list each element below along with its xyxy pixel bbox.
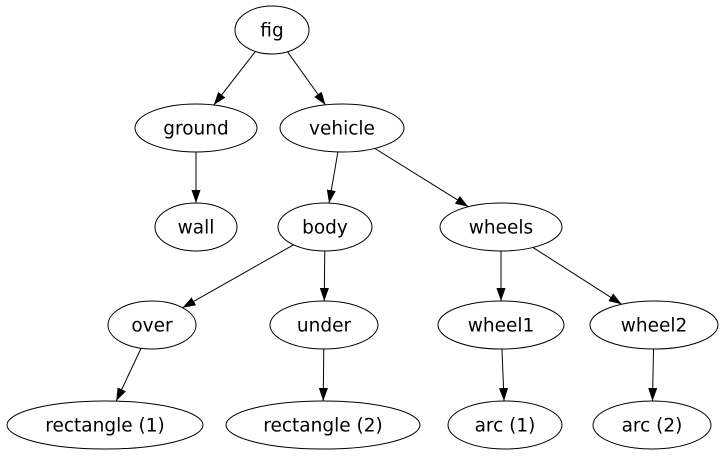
edge-vehicle-body [326, 151, 339, 204]
node-wheel2: wheel2 [589, 300, 719, 350]
edge-over-rectangle1 [115, 348, 142, 402]
node-vehicle-label: vehicle [309, 119, 375, 140]
node-vehicle-ellipse [279, 103, 405, 153]
edge-wheel1-arc1 [498, 348, 509, 402]
node-body-ellipse [277, 202, 373, 252]
node-under-label: under [297, 316, 352, 337]
node-rectangle2-ellipse [225, 400, 421, 450]
node-arc2-label: arc (2) [622, 416, 683, 437]
node-fig-ellipse [234, 5, 310, 55]
node-wall-label: wall [178, 218, 215, 239]
edge-fig-vehicle [287, 51, 326, 106]
edge-wheels-wheel2 [532, 247, 622, 305]
node-rectangle1-ellipse [6, 400, 204, 450]
node-wall: wall [154, 202, 238, 252]
node-over-label: over [131, 316, 173, 337]
edge-wheel2-arc2 [648, 348, 658, 402]
node-wheels-label: wheels [469, 218, 533, 239]
node-arc2-ellipse [592, 400, 712, 450]
node-ground-ellipse [134, 103, 258, 153]
edge-vehicle-wheels [374, 147, 469, 208]
node-vehicle: vehicle [279, 103, 405, 153]
node-body-label: body [302, 218, 348, 239]
node-wheels: wheels [439, 202, 563, 252]
node-rectangle1-label: rectangle (1) [45, 416, 164, 437]
edge-body-under [319, 250, 329, 302]
node-wheels-ellipse [439, 202, 563, 252]
node-arc2: arc (2) [592, 400, 712, 450]
node-under: under [269, 300, 379, 350]
edge-fig-ground [213, 51, 256, 106]
node-wall-ellipse [154, 202, 238, 252]
node-wheel2-label: wheel2 [621, 316, 688, 337]
node-fig: fig [234, 5, 310, 55]
node-wheel1-ellipse [437, 300, 565, 350]
nodes-layer: fig ground vehicle wall body wheels over under w… [6, 5, 719, 450]
node-wheel2-ellipse [589, 300, 719, 350]
node-arc1: arc (1) [447, 400, 563, 450]
node-arc1-label: arc (1) [475, 416, 536, 437]
edges-layer [115, 51, 658, 402]
node-wheel1: wheel1 [437, 300, 565, 350]
node-under-ellipse [269, 300, 379, 350]
node-over: over [107, 300, 197, 350]
node-arc1-ellipse [447, 400, 563, 450]
edge-under-rectangle2 [318, 348, 328, 402]
node-fig-label: fig [260, 21, 283, 42]
node-ground: ground [134, 103, 258, 153]
node-rectangle2: rectangle (2) [225, 400, 421, 450]
node-wheel1-label: wheel1 [468, 316, 535, 337]
node-over-ellipse [107, 300, 197, 350]
node-rectangle2-label: rectangle (2) [263, 416, 382, 437]
edge-body-over [182, 244, 294, 309]
node-rectangle1: rectangle (1) [6, 400, 204, 450]
node-ground-label: ground [163, 119, 228, 140]
node-body: body [277, 202, 373, 252]
